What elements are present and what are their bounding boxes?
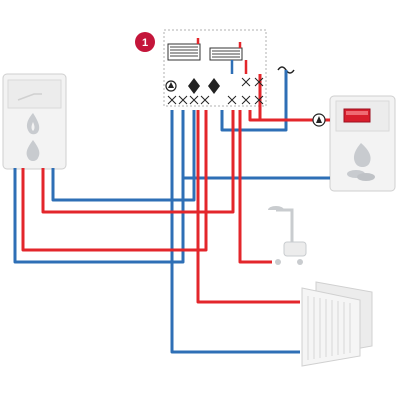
heat-exchanger-left bbox=[167, 43, 201, 61]
hot-pipes bbox=[21, 74, 330, 304]
number-badge: 1 bbox=[135, 32, 155, 52]
shutoff-valves bbox=[167, 77, 264, 105]
mixing-valve-right[interactable] bbox=[208, 78, 220, 94]
shower-icon bbox=[268, 206, 307, 265]
gas-flame-icon bbox=[26, 113, 40, 135]
oil-drop-icon bbox=[26, 140, 40, 161]
right-boiler bbox=[329, 95, 396, 192]
cold-pipes bbox=[13, 66, 330, 354]
solid-fuel-flame-icon bbox=[347, 143, 375, 181]
heat-exchanger-right bbox=[209, 47, 243, 61]
pump-left[interactable] bbox=[165, 80, 177, 92]
hydraulic-module bbox=[163, 29, 267, 107]
badge-number: 1 bbox=[142, 37, 148, 49]
mixing-valve-left[interactable] bbox=[188, 78, 200, 94]
radiator-icon bbox=[301, 281, 373, 367]
left-boiler bbox=[2, 73, 67, 170]
module-dashed-box bbox=[163, 29, 267, 107]
red-display-icon bbox=[343, 108, 371, 123]
pump-right[interactable] bbox=[312, 113, 326, 127]
